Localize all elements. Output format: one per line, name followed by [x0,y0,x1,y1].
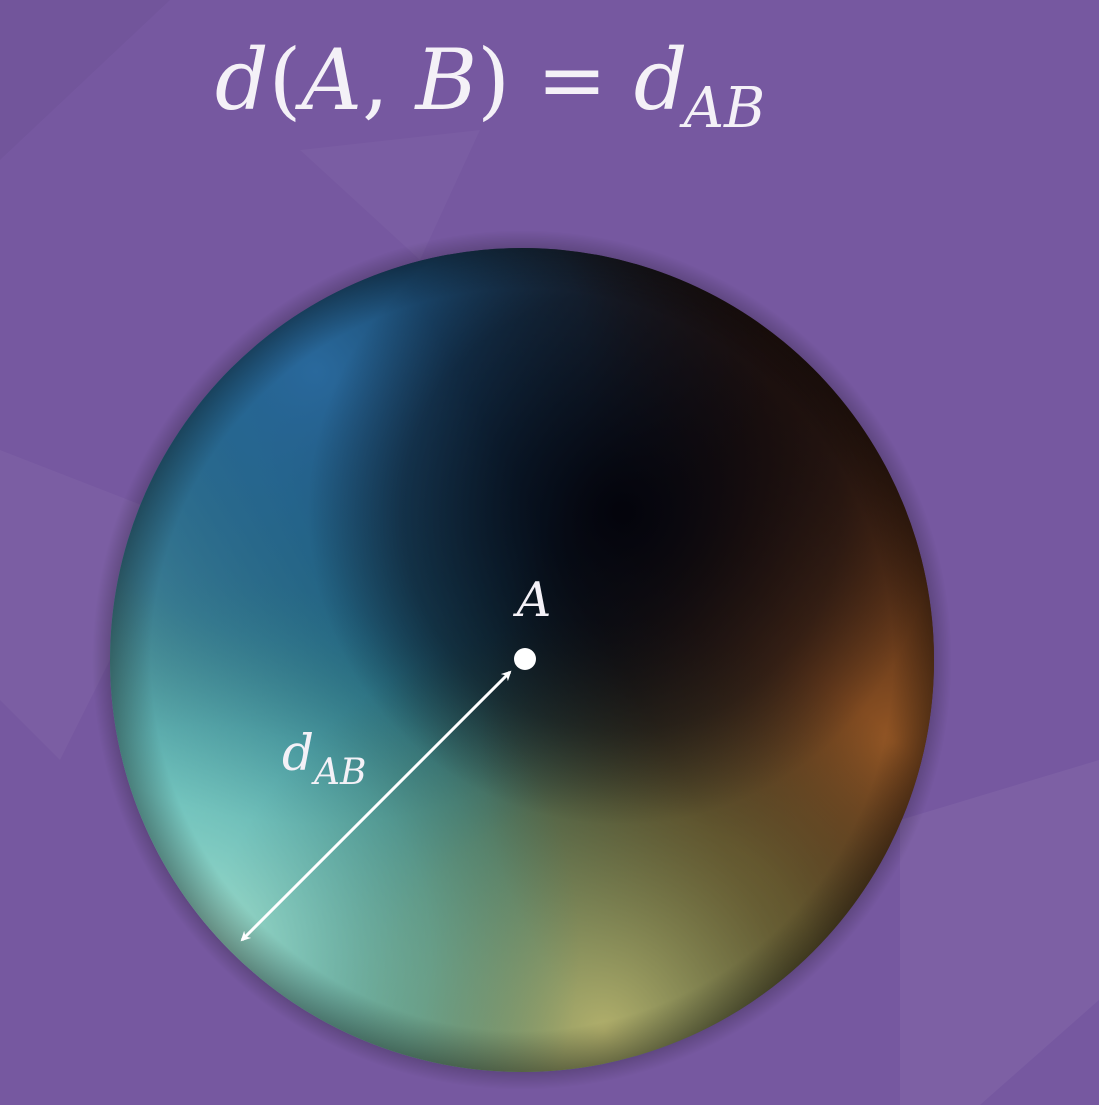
formula-arg-b: B [415,31,478,129]
formula-rhs-subscript: AB [683,76,766,141]
formula-arg-a: A [301,31,363,129]
formula-comma: , [362,31,389,129]
radius-label-main: d [282,724,314,782]
radius-label-subscript: AB [311,752,366,793]
radius-label: dAB [282,724,366,793]
formula-rhs: d [633,31,688,129]
formula-close-paren: ) [477,31,510,129]
point-label-a: A [513,572,552,628]
formula-func: d [214,31,269,129]
formula-equals: = [536,31,608,129]
radius-arrow [240,670,512,942]
center-point-a [514,648,536,670]
formula-open-paren: ( [268,31,302,129]
distance-formula: d(A, B) = dAB [0,38,980,137]
